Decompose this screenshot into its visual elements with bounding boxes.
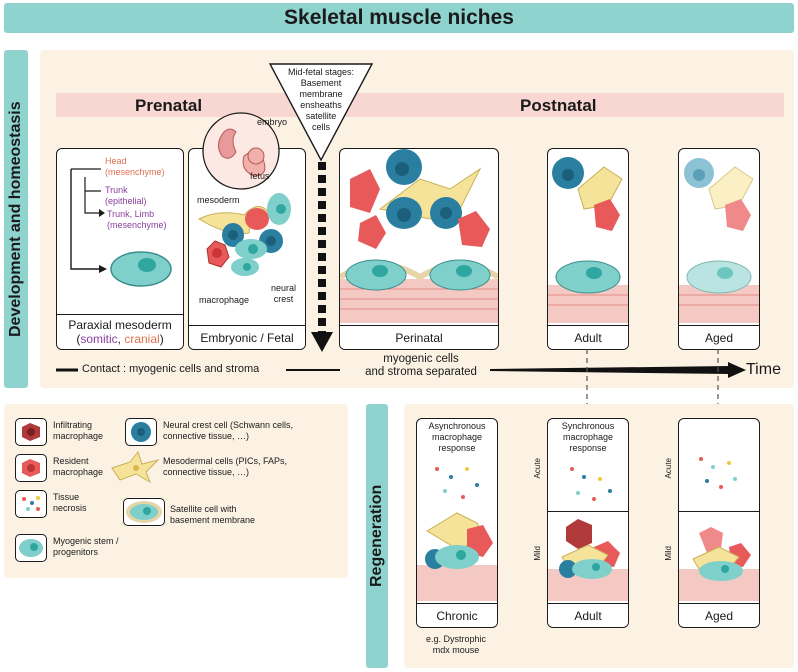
- embryonic-label: Embryonic / Fetal: [189, 325, 305, 349]
- aged-mild-label: Mild: [664, 546, 673, 561]
- aged-box: Aged: [678, 148, 760, 350]
- embryo-label: embryo: [257, 117, 288, 127]
- neural-crest-text: Neural crest cell (Schwann cells,connect…: [163, 420, 294, 441]
- aged-divider: [679, 511, 759, 512]
- regeneration-side-label: Regeneration: [366, 404, 388, 668]
- paraxial-label: Paraxial mesoderm (somitic, cranial): [57, 314, 183, 349]
- macrophage-label: macrophage: [199, 295, 250, 305]
- timeline-time: Time: [746, 361, 781, 378]
- perinatal-tissue: [340, 149, 498, 323]
- prenatal-label: Prenatal: [135, 96, 203, 115]
- fetus-label: fetus: [250, 171, 270, 181]
- development-side-label: Development and homeostasis: [4, 50, 28, 388]
- chronic-label: Chronic: [417, 603, 497, 627]
- adult-mild-label: Mild: [533, 546, 542, 561]
- embryonic-cells: [197, 193, 291, 276]
- adult-divider: [548, 511, 628, 512]
- adult-regen-tissue: [548, 467, 628, 601]
- tissue-necrosis-icon: [15, 490, 47, 518]
- lineage-tree: [70, 168, 172, 287]
- figure-title: Skeletal muscle niches: [4, 3, 794, 33]
- mesodermal-cell-text: Mesodermal cells (PICs, FAPs,connective …: [163, 456, 288, 477]
- neural-crest-icon: [125, 418, 157, 446]
- adult-box: Adult: [547, 148, 629, 350]
- resident-macrophage-icon: [15, 454, 47, 482]
- head-label: Head(mesenchyme): [105, 156, 165, 177]
- mid-fetal-triangle: [268, 63, 374, 162]
- aged-label: Aged: [679, 325, 759, 349]
- mesoderm-label: mesoderm: [197, 195, 240, 205]
- chronic-tissue: [417, 467, 497, 601]
- myogenic-progenitor-icon: [15, 534, 47, 562]
- adult-tissue: [548, 157, 628, 323]
- timeline-arrow: [56, 362, 746, 378]
- adult-acute-label: Acute: [533, 458, 542, 479]
- adult-regeneration-label: Adult: [548, 603, 628, 627]
- trunk-label: Trunk(epithelial): [105, 185, 147, 206]
- postnatal-label: Postnatal: [520, 96, 597, 115]
- satellite-cell-icon: [123, 498, 165, 526]
- limb-label: Trunk, Limb(mesenchyme): [107, 209, 167, 230]
- title-text: Skeletal muscle niches: [284, 6, 514, 29]
- aged-regeneration-box: Aged: [678, 418, 760, 628]
- mid-fetal-arrow: [311, 162, 333, 352]
- stage-band: [56, 93, 784, 117]
- timeline-contact: Contact : myogenic cells and stroma: [82, 363, 260, 375]
- legend-panel: [4, 404, 348, 578]
- perinatal-box: Perinatal: [339, 148, 499, 350]
- paraxial-mesoderm-box: Head(mesenchyme) Trunk(epithelial) Trunk…: [56, 148, 184, 350]
- aged-regeneration-label: Aged: [679, 603, 759, 627]
- infiltrating-macrophage-icon: [15, 418, 47, 446]
- mesodermal-cell-icon: [110, 450, 160, 489]
- aged-regen-tissue: [679, 457, 759, 601]
- myogenic-progenitor-text: Myogenic stem /progenitors: [53, 536, 119, 557]
- adult-label: Adult: [548, 325, 628, 349]
- aged-acute-label: Acute: [664, 458, 673, 479]
- embryo-illustration: [202, 112, 280, 190]
- perinatal-label: Perinatal: [340, 325, 498, 349]
- aged-tissue: [679, 158, 759, 323]
